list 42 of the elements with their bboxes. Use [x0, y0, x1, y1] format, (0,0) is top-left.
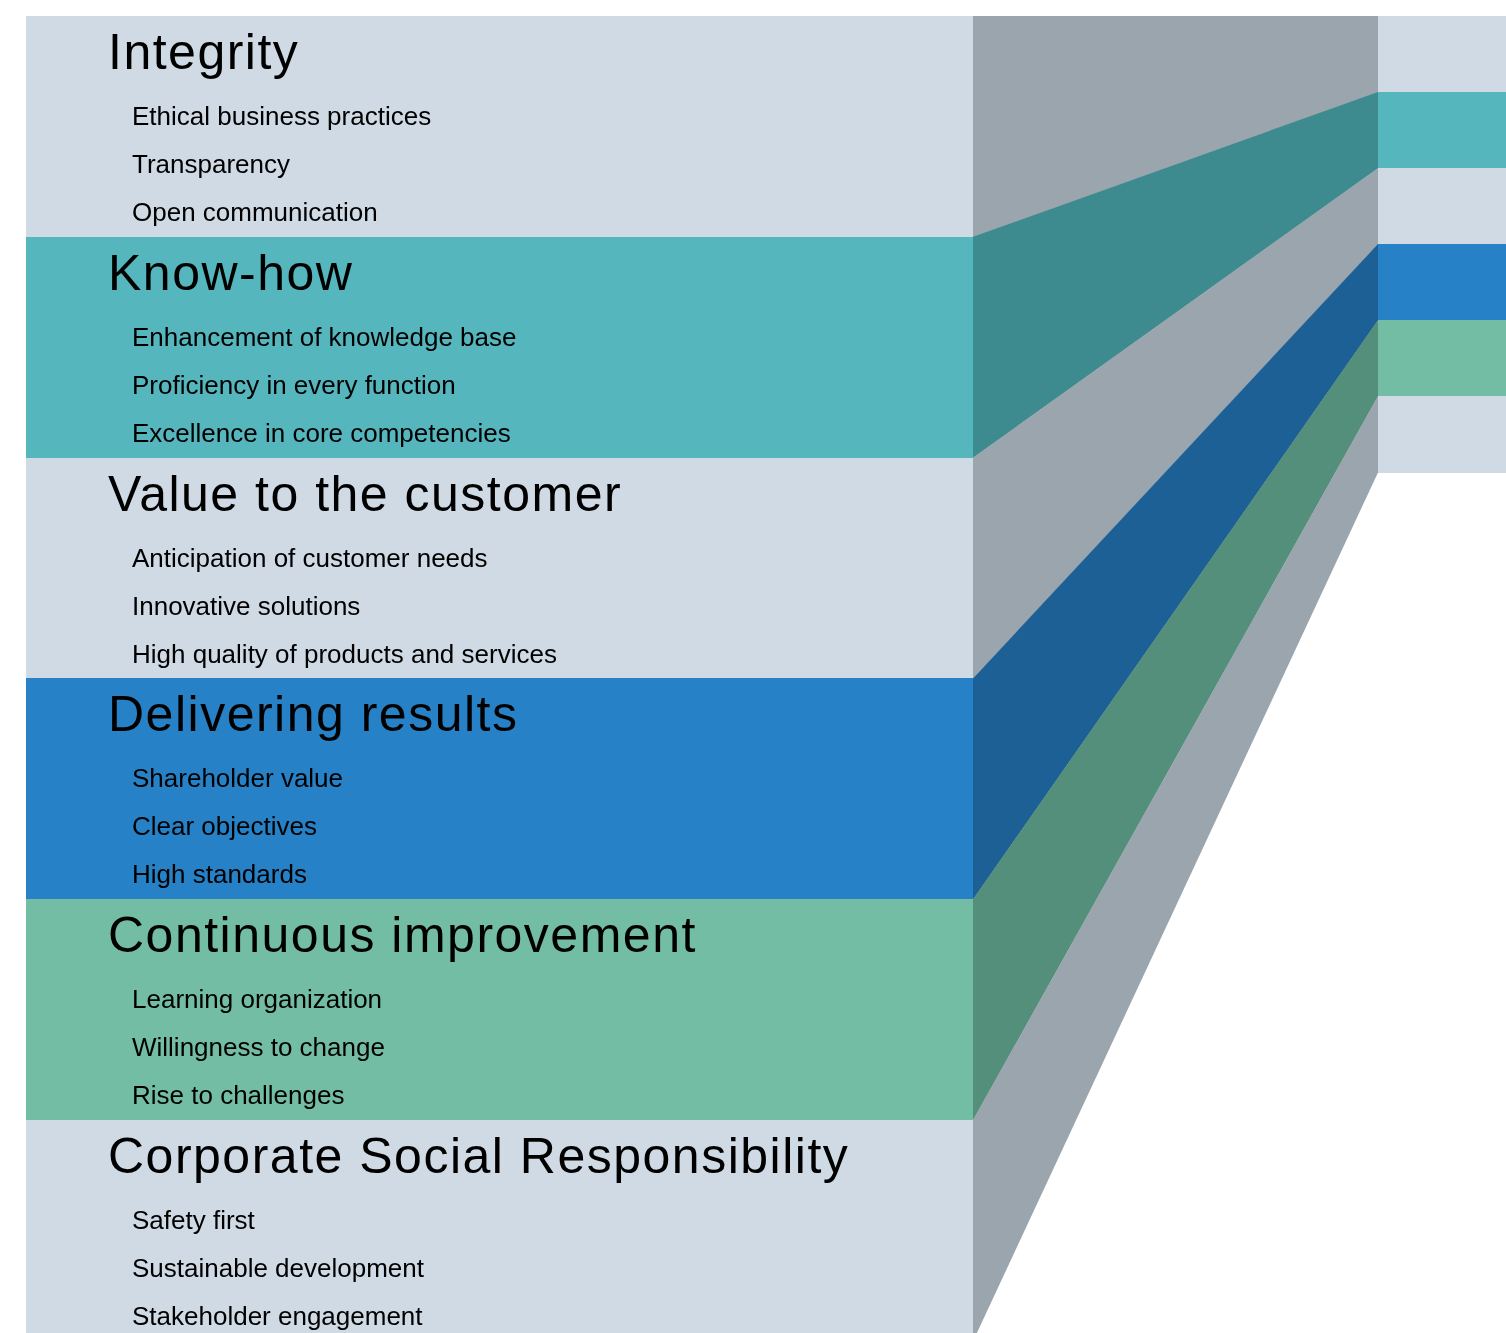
- funnel-connector: [973, 168, 1378, 679]
- band-heading: Corporate Social Responsibility: [108, 1128, 850, 1184]
- color-bar: [1378, 320, 1506, 397]
- value-band: [26, 236, 973, 459]
- value-item: Learning organization: [132, 984, 383, 1015]
- funnel-connector: [973, 244, 1378, 900]
- band-heading: Know-how: [108, 244, 354, 301]
- value-item: Open communication: [132, 197, 378, 227]
- funnel-connector: [973, 396, 1378, 1333]
- value-item: Anticipation of customer needs: [132, 542, 488, 573]
- value-item: Willingness to change: [132, 1032, 385, 1063]
- color-bar: [1378, 92, 1506, 169]
- funnel-connector: [973, 320, 1378, 1121]
- band-heading: Value to the customer: [108, 465, 623, 522]
- value-item: Transparency: [132, 149, 290, 179]
- band-heading: Delivering results: [108, 686, 519, 743]
- value-band: [26, 457, 973, 679]
- value-item: Safety first: [132, 1205, 255, 1235]
- value-band: [26, 899, 973, 1121]
- color-bar: [1378, 396, 1506, 473]
- band-heading: Integrity: [108, 24, 300, 80]
- band-heading: Continuous improvement: [108, 907, 697, 964]
- value-item: Rise to challenges: [132, 1080, 345, 1111]
- value-item: Proficiency in every function: [132, 369, 456, 400]
- value-item: Stakeholder engagement: [132, 1301, 423, 1331]
- funnel-connector: [973, 92, 1378, 459]
- funnel-connector: [973, 16, 1378, 238]
- color-bar: [1378, 16, 1506, 93]
- value-item: Clear objectives: [132, 811, 317, 842]
- value-item: High standards: [132, 859, 307, 890]
- color-bar: [1378, 168, 1506, 245]
- color-bar: [1378, 244, 1506, 321]
- value-item: Excellence in core competencies: [132, 417, 511, 448]
- value-band: [26, 678, 973, 900]
- value-item: High quality of products and services: [132, 638, 557, 669]
- value-item: Shareholder value: [132, 763, 344, 794]
- value-band: [26, 16, 973, 238]
- value-band: [26, 1120, 973, 1333]
- value-item: Enhancement of knowledge base: [132, 321, 517, 352]
- value-item: Ethical business practices: [132, 101, 432, 131]
- value-item: Sustainable development: [132, 1253, 424, 1283]
- value-item: Innovative solutions: [132, 590, 361, 621]
